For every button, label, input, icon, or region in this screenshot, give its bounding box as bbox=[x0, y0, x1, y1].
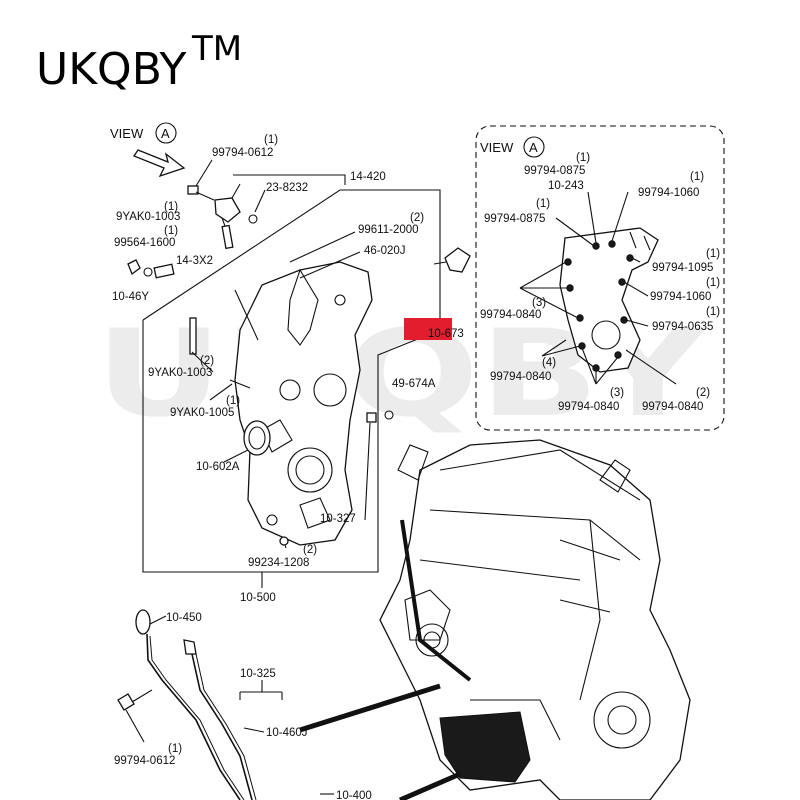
inset-label-99794-0875-a: 99794-0875 bbox=[524, 165, 585, 177]
brand-text: UKQBY bbox=[36, 44, 186, 95]
timing-cover-illustration bbox=[234, 261, 373, 546]
bolt-10-327-icon bbox=[366, 412, 377, 423]
label-q-1-b: (1) bbox=[164, 201, 178, 213]
inset-label-10-243: 10-243 bbox=[548, 180, 584, 192]
label-10-450: 10-450 bbox=[166, 612, 202, 624]
nut-10-46y-icon bbox=[127, 259, 141, 276]
label-49-674a: 49-674A bbox=[392, 378, 436, 390]
label-99611-2000: 99611-2000 bbox=[358, 224, 419, 236]
label-10-602a: 10-602A bbox=[196, 461, 240, 473]
assembly-bracket-10-500 bbox=[142, 189, 441, 573]
label-14-420: 14-420 bbox=[350, 171, 386, 183]
inset-leader-lines bbox=[519, 191, 677, 385]
leader-lines bbox=[191, 159, 371, 549]
label-10-673: 10-673 bbox=[428, 328, 464, 340]
bolt-99794-0612-icon bbox=[187, 185, 215, 201]
label-q-1-d: (1) bbox=[226, 395, 240, 407]
label-10-46y: 10-46Y bbox=[112, 291, 149, 303]
brand-logo: UKQBY TM bbox=[36, 29, 242, 95]
label-10-460j: 10-460J bbox=[266, 727, 308, 739]
label-10-325: 10-325 bbox=[240, 668, 276, 680]
label-9yak0-1005: 9YAK0-1005 bbox=[170, 407, 234, 419]
inset-label-99794-0840-c: 99794-0840 bbox=[558, 401, 619, 413]
label-10-327: 10-327 bbox=[320, 513, 356, 525]
label-q-1-a: (1) bbox=[264, 134, 278, 146]
plug-99234-1208-icon bbox=[279, 536, 289, 546]
view-a-indicator: VIEW A bbox=[110, 122, 186, 178]
inset-label-q-1-d: (1) bbox=[706, 248, 720, 260]
inset-view-label: VIEW bbox=[480, 140, 514, 155]
inset-cover-illustration bbox=[559, 227, 659, 373]
label-10-400: 10-400 bbox=[336, 790, 372, 800]
label-14-3x2: 14-3X2 bbox=[176, 255, 213, 267]
inset-label-99794-0840-a: 99794-0840 bbox=[480, 309, 541, 321]
label-99794-0612-a: 99794-0612 bbox=[212, 147, 273, 159]
label-23-8232: 23-8232 bbox=[266, 182, 308, 194]
plug-14-3x2-icon bbox=[153, 263, 175, 279]
bolt-99794-0612-b-icon bbox=[117, 689, 153, 743]
stud-9yak0-1003-b-icon bbox=[189, 317, 197, 355]
dipstick-tube-10-460j-icon bbox=[183, 639, 257, 800]
gasket-10-673-icon bbox=[444, 247, 471, 273]
label-99234-1208: 99234-1208 bbox=[248, 557, 309, 569]
inset-label-q-1-c: (1) bbox=[536, 198, 550, 210]
brand-tm: TM bbox=[191, 29, 242, 69]
inset-label-99794-0840-d: 99794-0840 bbox=[642, 401, 703, 413]
inset-title: VIEW A bbox=[480, 136, 545, 158]
oil-control-valve-icon bbox=[214, 183, 241, 223]
label-9yak0-1003-a: 9YAK0-1003 bbox=[116, 211, 180, 223]
inset-label-q-2: (2) bbox=[696, 387, 710, 399]
inset-label-q-1-b: (1) bbox=[690, 171, 704, 183]
label-q-2-b: (2) bbox=[200, 355, 214, 367]
engine-block-illustration bbox=[299, 439, 691, 800]
label-10-500: 10-500 bbox=[240, 592, 276, 604]
inset-view-circle-letter: A bbox=[529, 140, 538, 155]
label-q-1-e: (1) bbox=[168, 743, 182, 755]
highlight-10-673 bbox=[404, 318, 452, 340]
o-ring-23-8232-icon bbox=[248, 214, 258, 224]
view-label: VIEW bbox=[110, 126, 144, 141]
inset-label-q-3-b: (3) bbox=[610, 387, 624, 399]
stud-9yak0-1003-icon bbox=[221, 224, 234, 250]
inset-label-99794-1060-a: 99794-1060 bbox=[638, 187, 699, 199]
label-46-020j: 46-020J bbox=[364, 245, 406, 257]
oil-seal-icon bbox=[243, 420, 271, 456]
inset-labels: (1) 99794-0875 10-243 (1) 99794-1060 (1)… bbox=[480, 152, 720, 413]
main-labels: (1) 99794-0612 14-420 23-8232 (1) 9YAK0-… bbox=[112, 134, 464, 800]
inset-label-99794-1095: 99794-1095 bbox=[652, 262, 713, 274]
inset-label-99794-0840-b: 99794-0840 bbox=[490, 371, 551, 383]
washer-99564-1600-icon bbox=[143, 267, 153, 277]
label-99794-0612-b: 99794-0612 bbox=[114, 755, 175, 767]
dipstick-10-450-icon bbox=[135, 609, 245, 800]
label-9yak0-1003-b: 9YAK0-1003 bbox=[148, 367, 212, 379]
inset-label-q-1-a: (1) bbox=[576, 152, 590, 164]
view-circle-letter: A bbox=[161, 126, 170, 141]
inset-label-q-1-f: (1) bbox=[706, 306, 720, 318]
view-arrow-icon bbox=[133, 149, 186, 178]
label-q-2-c: (2) bbox=[303, 544, 317, 556]
inset-label-99794-0635: 99794-0635 bbox=[652, 321, 713, 333]
washer-49-674a-icon bbox=[384, 410, 394, 420]
label-q-2-a: (2) bbox=[410, 212, 424, 224]
inset-label-99794-1060-b: 99794-1060 bbox=[650, 291, 711, 303]
inset-label-q-4: (4) bbox=[542, 357, 556, 369]
inset-view-a-frame bbox=[475, 125, 725, 431]
inset-label-q-3-a: (3) bbox=[532, 297, 546, 309]
view-circle bbox=[155, 122, 177, 144]
label-q-1-c: (1) bbox=[164, 225, 178, 237]
pin-9yak0-1005-icon bbox=[229, 379, 251, 389]
label-99564-1600: 99564-1600 bbox=[114, 237, 175, 249]
inset-label-q-1-e: (1) bbox=[706, 277, 720, 289]
inset-label-99794-0875-b: 99794-0875 bbox=[484, 213, 545, 225]
